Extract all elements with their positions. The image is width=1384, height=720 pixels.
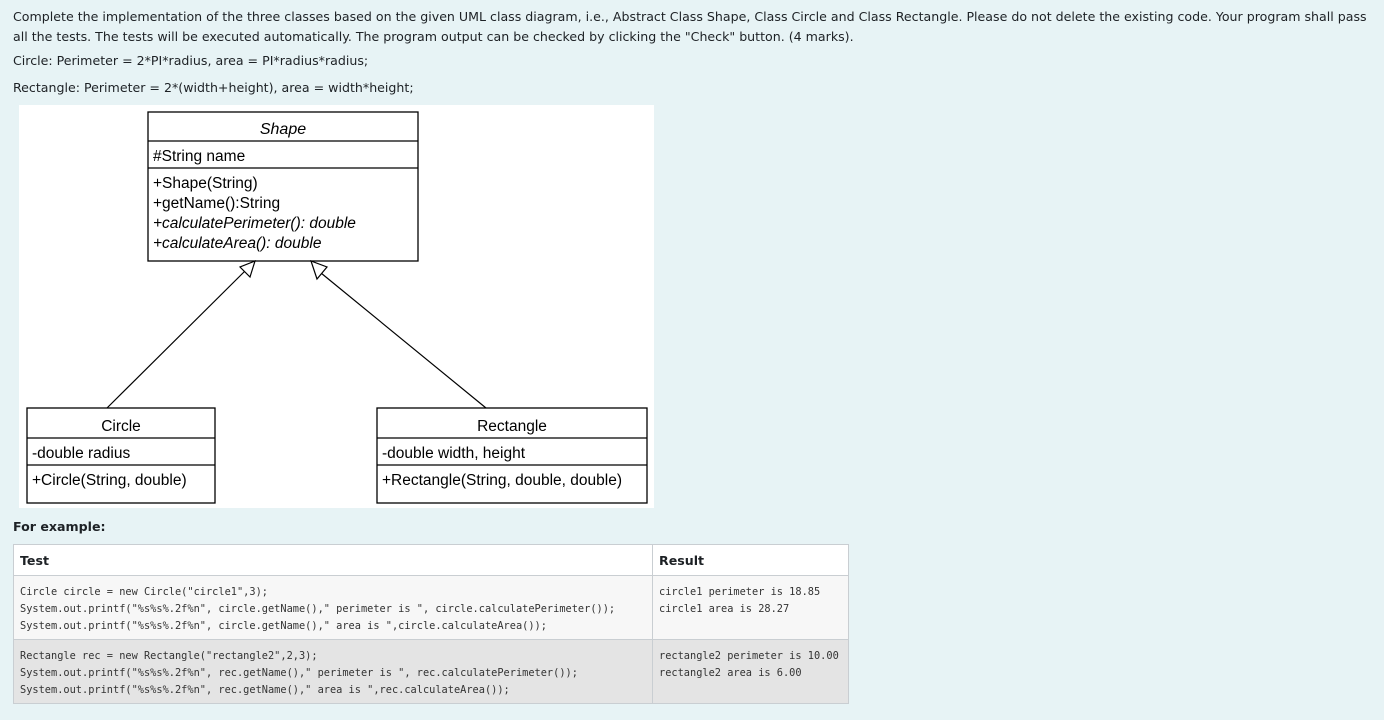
- rectangle-class-name: Rectangle: [477, 418, 547, 435]
- result-cell: rectangle2 perimeter is 10.00 rectangle2…: [652, 639, 849, 704]
- rectangle-formula: Rectangle: Perimeter = 2*(width+height),…: [13, 80, 414, 95]
- rectangle-class-box: Rectangle -double width, height +Rectang…: [376, 407, 648, 504]
- shape-method: +calculateArea(): double: [153, 235, 322, 252]
- test-code-cell: Circle circle = new Circle("circle1",3);…: [13, 575, 653, 640]
- rectangle-inherits-arrow: [310, 259, 487, 409]
- shape-method: +Shape(String): [153, 175, 258, 192]
- column-header-test: Test: [13, 544, 653, 576]
- circle-formula: Circle: Perimeter = 2*PI*radius, area = …: [13, 53, 369, 68]
- rectangle-attribute: -double width, height: [382, 445, 526, 462]
- circle-class-name: Circle: [101, 418, 141, 435]
- examples-table: Test Result Circle circle = new Circle("…: [13, 544, 849, 704]
- test-code-cell: Rectangle rec = new Rectangle("rectangle…: [13, 639, 653, 704]
- table-row: Rectangle rec = new Rectangle("rectangle…: [13, 639, 849, 704]
- circle-method: +Circle(String, double): [32, 472, 187, 489]
- uml-class-diagram: Shape #String name +Shape(String) +getNa…: [19, 105, 654, 508]
- shape-method: +calculatePerimeter(): double: [153, 215, 356, 232]
- circle-inherits-arrow: [106, 259, 256, 409]
- shape-attribute: #String name: [153, 148, 245, 165]
- question-text: Complete the implementation of the three…: [13, 9, 1367, 44]
- column-header-result: Result: [652, 544, 849, 576]
- table-header-row: Test Result: [13, 544, 849, 576]
- result-cell: circle1 perimeter is 18.85 circle1 area …: [652, 575, 849, 640]
- circle-attribute: -double radius: [32, 445, 130, 462]
- shape-class-box: Shape #String name +Shape(String) +getNa…: [147, 111, 419, 262]
- table-row: Circle circle = new Circle("circle1",3);…: [13, 575, 849, 640]
- examples-heading: For example:: [13, 519, 106, 534]
- shape-method: +getName():String: [153, 195, 280, 212]
- circle-class-box: Circle -double radius +Circle(String, do…: [26, 407, 216, 504]
- shape-class-name: Shape: [260, 121, 306, 138]
- rectangle-method: +Rectangle(String, double, double): [382, 472, 622, 489]
